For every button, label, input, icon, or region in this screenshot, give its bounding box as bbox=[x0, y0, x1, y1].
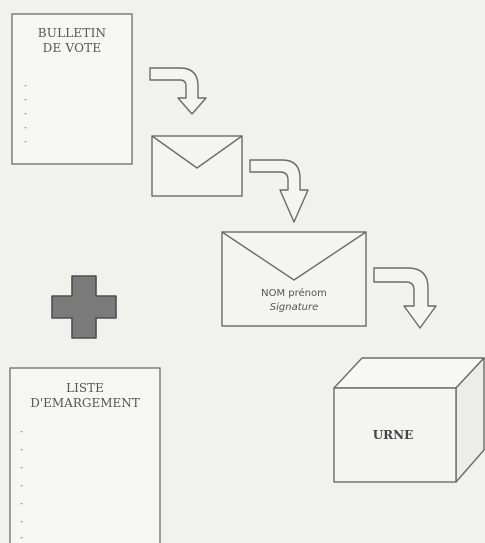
bulletin-title-line: DE VOTE bbox=[42, 41, 102, 55]
bulletin-title-line: BULLETIN bbox=[37, 26, 107, 40]
bulletin-bullet: - bbox=[24, 137, 28, 147]
plus-icon bbox=[51, 275, 117, 339]
liste-title-line: LISTE bbox=[66, 381, 104, 395]
bulletin-bullet: - bbox=[24, 109, 28, 119]
bulletin-sheet bbox=[11, 13, 133, 165]
bulletin-bullet: - bbox=[24, 81, 28, 91]
arrow-3-icon bbox=[373, 267, 437, 329]
envelope-signature-label: Signature bbox=[269, 302, 319, 313]
bulletin-bullet: - bbox=[24, 95, 28, 105]
envelope-small-icon bbox=[151, 135, 243, 197]
liste-title-line: D'EMARGEMENT bbox=[30, 396, 140, 410]
liste-bullet: - bbox=[20, 499, 24, 509]
urne-label: URNE bbox=[372, 428, 414, 442]
urne-box-icon bbox=[333, 357, 485, 483]
liste-bullet: - bbox=[20, 517, 24, 527]
liste-sheet bbox=[9, 367, 161, 543]
liste-bullet: - bbox=[20, 427, 24, 437]
arrow-2-icon bbox=[249, 159, 309, 223]
arrow-1-icon bbox=[149, 67, 207, 115]
liste-bullet: - bbox=[20, 463, 24, 473]
liste-bullet: - bbox=[20, 481, 24, 491]
envelope-signed-icon bbox=[221, 231, 367, 327]
bulletin-bullet: - bbox=[24, 123, 28, 133]
liste-bullet: - bbox=[20, 445, 24, 455]
liste-bullet: - bbox=[20, 533, 24, 543]
envelope-name-label: NOM prénom bbox=[261, 288, 327, 299]
